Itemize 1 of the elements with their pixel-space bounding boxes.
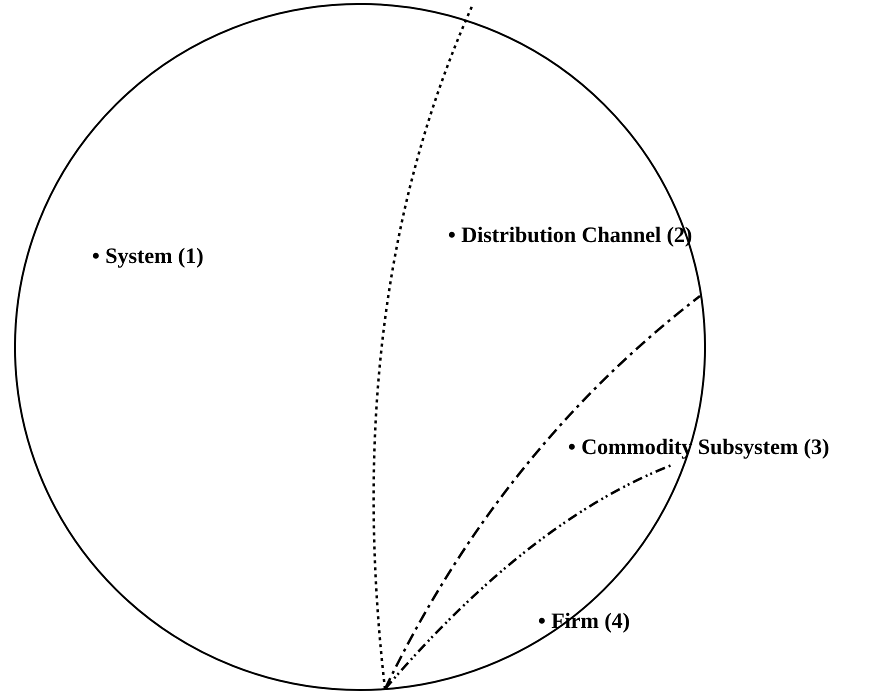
region-label: • System (1) [92, 243, 204, 269]
